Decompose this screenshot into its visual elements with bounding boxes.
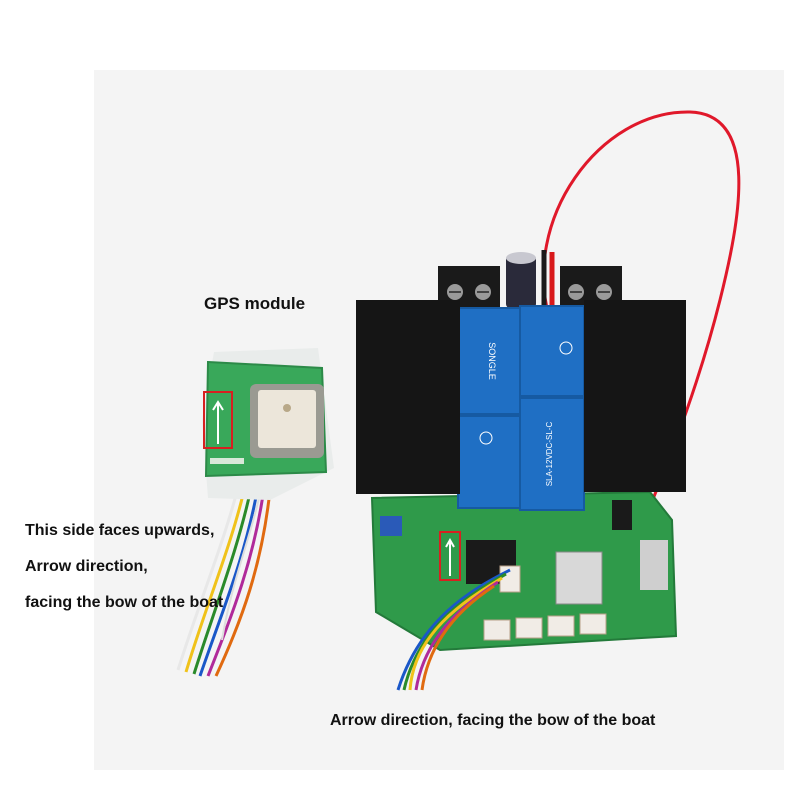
potentiometer (380, 516, 402, 536)
gps-arrow-highlight-box (203, 391, 233, 449)
relay-bottom-right: SLA-12VDC-SL-C (519, 397, 585, 511)
instruction-line-1: This side faces upwards, (25, 522, 215, 539)
antenna-wire (542, 110, 741, 531)
electrolytic-capacitor (506, 252, 536, 308)
board-arrow-caption: Arrow direction, facing the bow of the b… (330, 712, 656, 729)
gps-ceramic-antenna (258, 390, 316, 448)
board-wire-bundle (396, 568, 511, 691)
controller-board: SONGLE SLA-12VDC-SL-C (356, 250, 686, 691)
connector-row (483, 613, 607, 641)
gps-module (176, 348, 334, 677)
relay-bottom-left (457, 415, 521, 509)
relay-top-left: SONGLE (457, 307, 521, 415)
antenna-feed-point (283, 404, 291, 412)
instruction-line-2: Arrow direction, (25, 558, 148, 575)
gps-wire-bundle (176, 479, 272, 677)
heatsink-right (584, 300, 686, 492)
relay-top-right (519, 305, 585, 397)
heatsink-left (356, 300, 460, 494)
fuse-holder (640, 540, 668, 590)
relay-model-text: SLA-12VDC-SL-C (545, 422, 554, 487)
board-arrow-highlight-box (439, 531, 461, 581)
relay-brand-text: SONGLE (487, 342, 497, 380)
gps-arrow-icon (212, 400, 224, 444)
board-arrow-icon (445, 537, 455, 576)
gps-connector (499, 565, 521, 593)
voltage-regulator-heatsink (555, 551, 603, 605)
inductor (612, 500, 632, 530)
instruction-line-3: facing the bow of the boat (25, 594, 224, 611)
gps-silkscreen-text (210, 458, 244, 464)
gps-module-title: GPS module (204, 294, 306, 313)
